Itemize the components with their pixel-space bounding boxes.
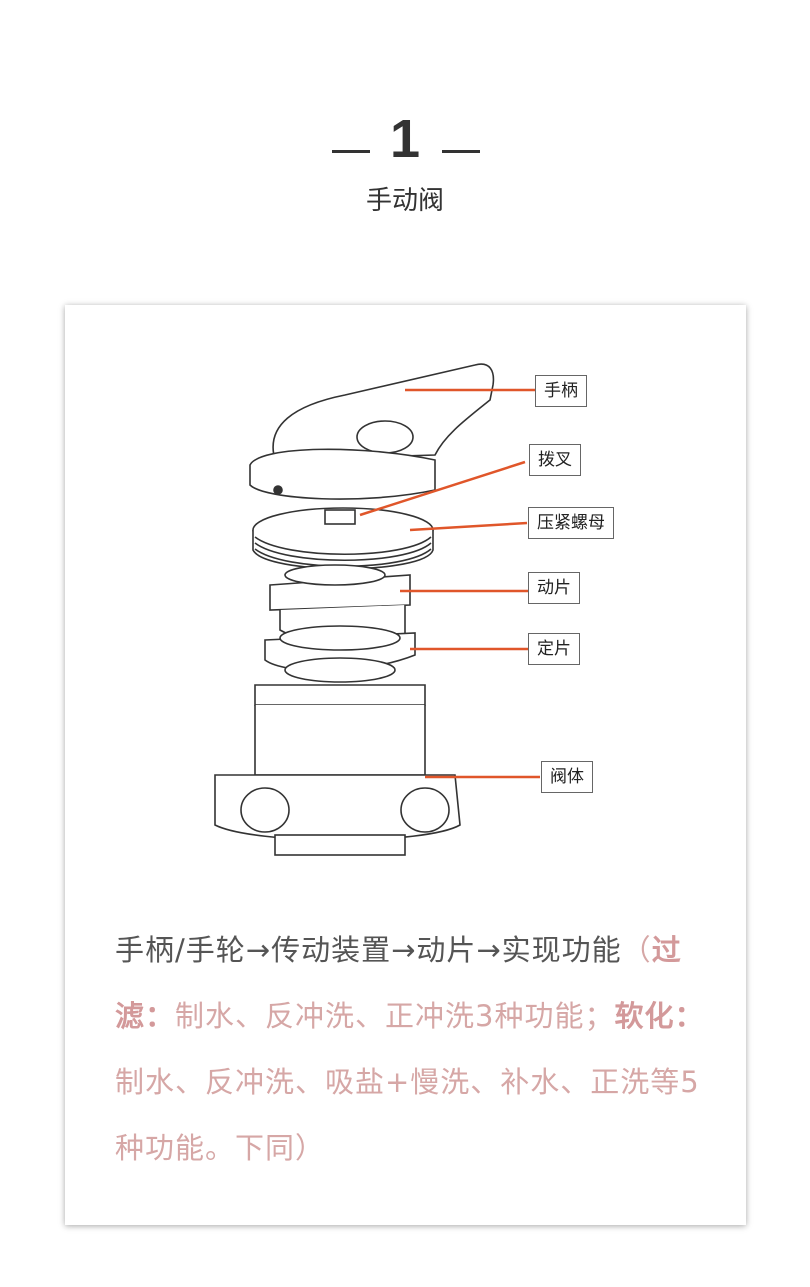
label-fixed-disc: 定片 <box>528 633 580 665</box>
label-valve-body: 阀体 <box>541 761 593 793</box>
valve-exploded-diagram <box>214 363 540 856</box>
paren-open: （ <box>621 933 652 967</box>
filter-text: 制水、反冲洗、正冲洗3种功能； <box>175 999 615 1033</box>
soften-label: 软化： <box>614 999 705 1033</box>
filter-label: 过滤： <box>115 933 682 1033</box>
description-main: 手柄/手轮→传动装置→动片→实现功能 <box>115 933 622 967</box>
section-number: 1 <box>389 109 421 169</box>
section-title: 手动阀 <box>365 186 444 216</box>
label-handle: 手柄 <box>535 375 587 407</box>
title-dash-right <box>442 150 480 153</box>
label-moving-disc: 动片 <box>528 572 580 604</box>
title-dash-left <box>332 150 370 153</box>
soften-text: 制水、反冲洗、吸盐+慢洗、补水、正洗等5种功能。下同） <box>115 1065 700 1165</box>
description-text: 手柄/手轮→传动装置→动片→实现功能（过滤：制水、反冲洗、正冲洗3种功能；软化：… <box>115 917 715 1181</box>
content-card: 手柄 拨叉 压紧螺母 动片 定片 阀体 手柄/手轮→传动装置→动片→实现功能（过… <box>65 305 746 1225</box>
label-fork: 拨叉 <box>529 444 581 476</box>
label-compression-nut: 压紧螺母 <box>528 507 614 539</box>
